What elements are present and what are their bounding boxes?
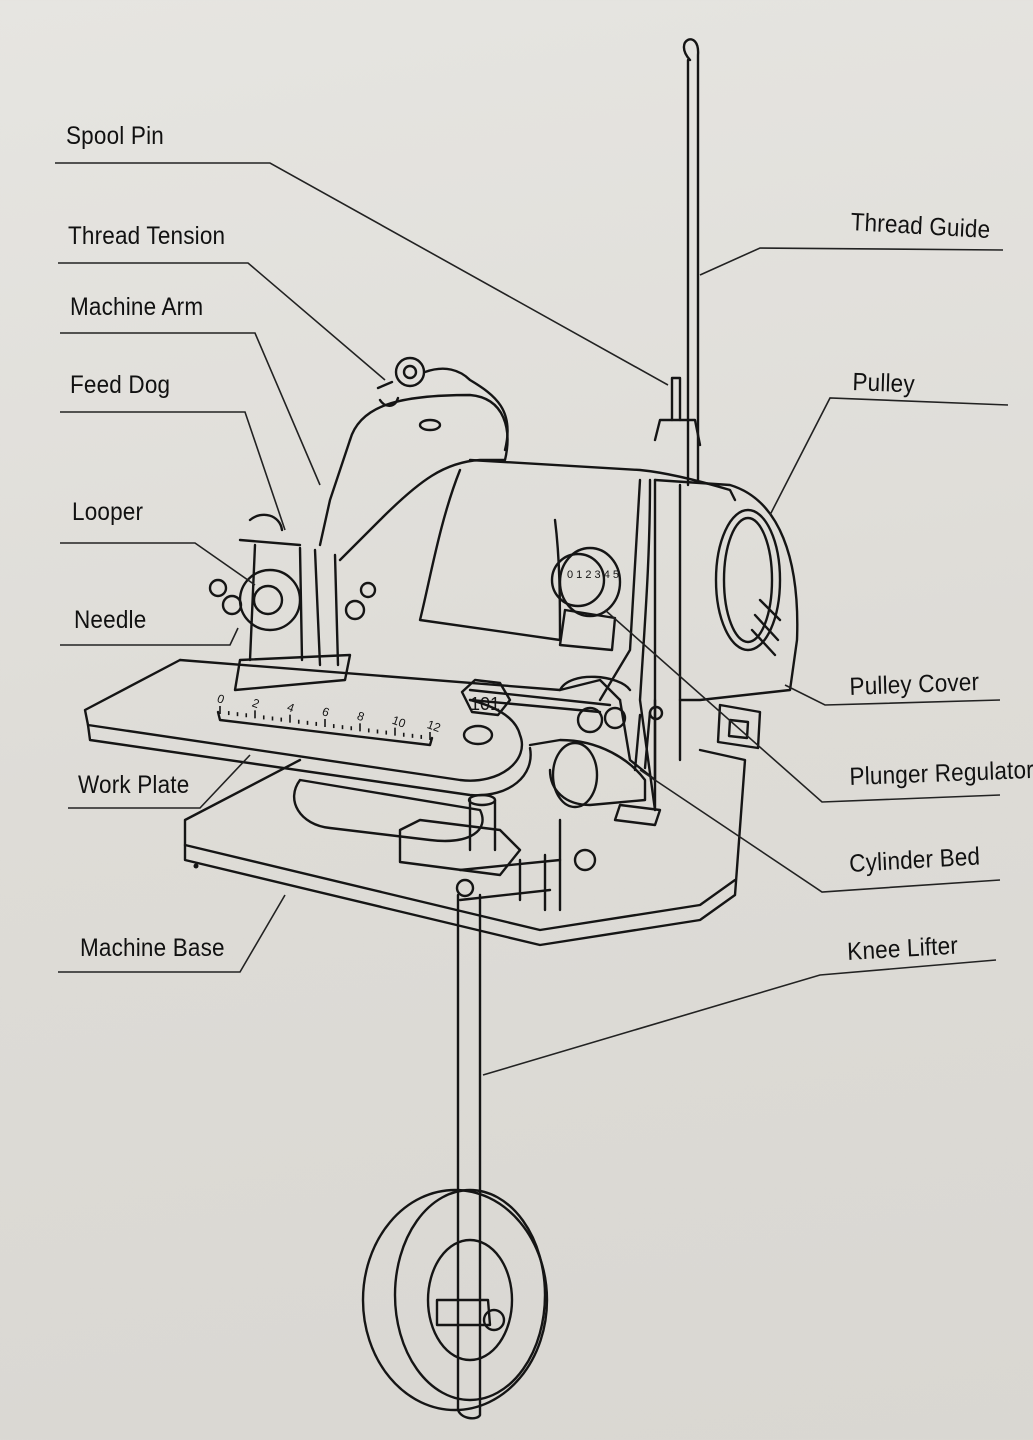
label-looper: Looper [72,498,144,526]
label-pulley: Pulley [852,368,916,399]
scale-tick-label: 10 [390,713,408,731]
label-machine-arm: Machine Arm [70,293,204,321]
label-pulley-cover: Pulley Cover [849,667,980,702]
scale-tick-label: 0 [215,691,226,707]
dial-number: 101 [470,694,500,714]
label-feed-dog: Feed Dog [70,371,171,399]
label-thread-tension: Thread Tension [68,222,226,250]
scale-tick-label: 2 [250,696,261,712]
stitch-dial-digits: 0 1 2 3 4 5 [567,569,619,581]
scale-tick-label: 12 [425,717,443,735]
label-needle: Needle [74,606,147,634]
scale-tick-label: 6 [320,704,331,720]
scale-tick-label: 4 [285,700,296,716]
label-spool-pin: Spool Pin [66,122,164,150]
label-work-plate: Work Plate [78,771,190,799]
scale-ticks: 0 2 4 6 8 10 12 [215,691,443,740]
scale-tick-label: 8 [355,709,366,725]
label-machine-base: Machine Base [80,934,225,962]
